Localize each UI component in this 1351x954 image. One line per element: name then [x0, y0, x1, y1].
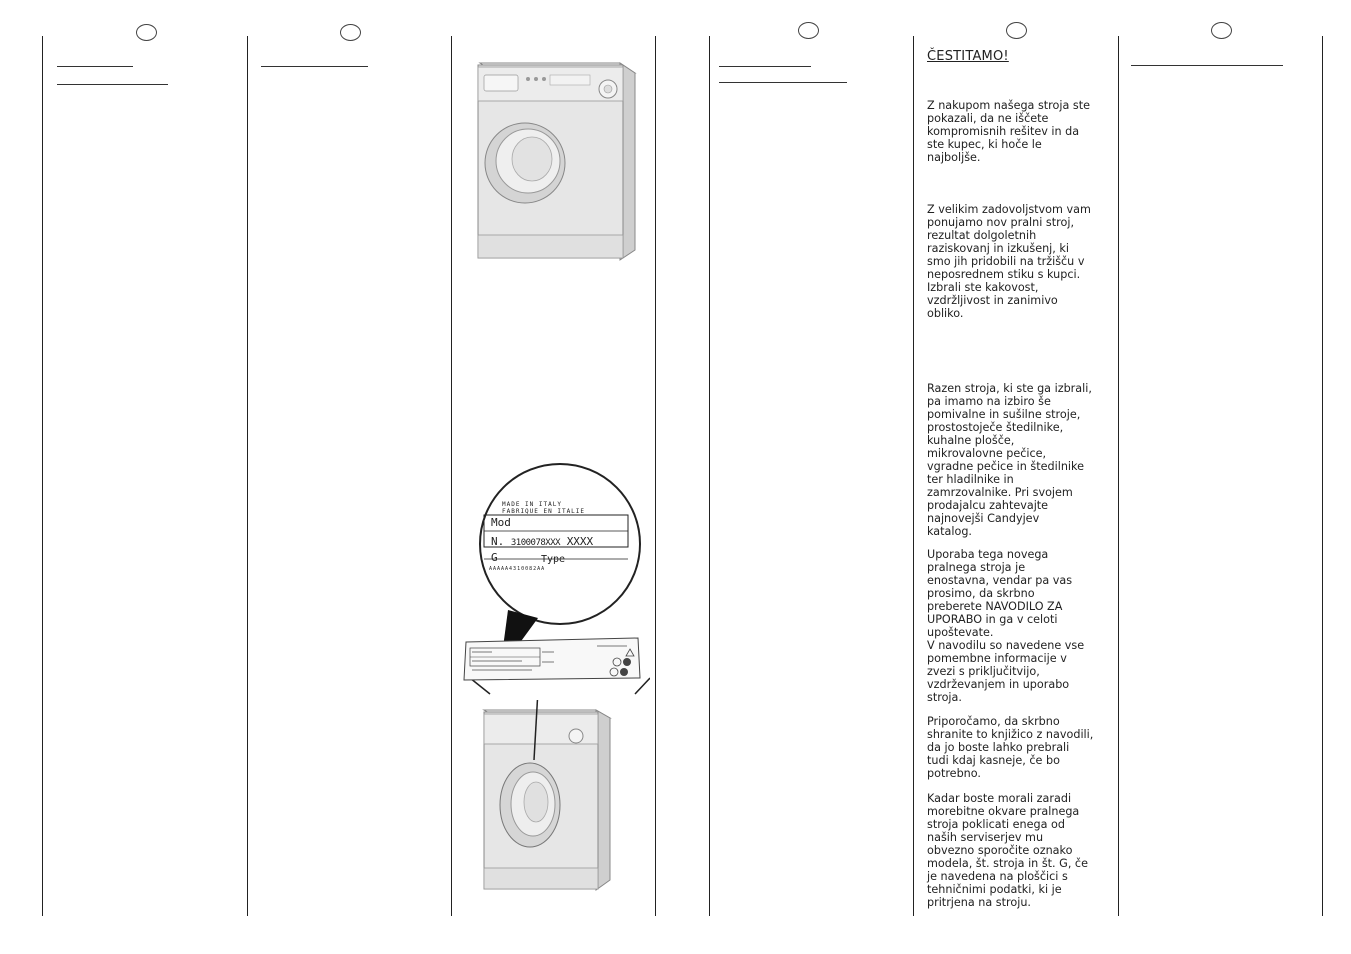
rating-plate-code: AAAAA4310082AA: [489, 566, 546, 572]
language-marker-circle: [340, 24, 361, 41]
paragraph: Razen stroja, ki ste ga izbrali, pa imam…: [927, 382, 1092, 538]
washing-machine-illustration: [477, 62, 637, 261]
heading-rule: [719, 66, 811, 67]
column-divider: [1118, 36, 1119, 916]
heading-rule: [57, 84, 168, 85]
language-marker-circle: [1006, 22, 1027, 39]
language-marker-circle: [1211, 22, 1232, 39]
rating-plate-type-label: Type: [541, 554, 566, 565]
column-divider: [247, 36, 248, 916]
rating-plate-serial-suffix: XXXX: [566, 535, 594, 548]
rating-plate-fabrique: FABRIQUE EN ITALIE: [502, 508, 586, 515]
column-divider: [451, 36, 452, 916]
rating-plate-n-label: N.: [491, 535, 505, 548]
rating-plate-serial: 3100078XXX: [510, 538, 561, 548]
paragraph: Z velikim zadovoljstvom vam ponujamo nov…: [927, 203, 1091, 320]
column-divider: [655, 36, 656, 916]
rating-plate-made-in: MADE IN ITALY: [502, 501, 562, 508]
paragraph: Uporaba tega novega pralnega stroja je e…: [927, 548, 1085, 704]
language-marker-circle: [136, 24, 157, 41]
page-title: ČESTITAMO!: [927, 49, 1009, 64]
column-divider: [42, 36, 43, 916]
column-divider: [913, 36, 914, 916]
rating-plate-mod-label: Mod: [491, 516, 511, 529]
rating-plate-strip: [463, 637, 641, 681]
paragraph: Priporočamo, da skrbno shranite to knjiž…: [927, 715, 1094, 780]
heading-rule: [1131, 65, 1283, 66]
heading-rule: [57, 66, 133, 67]
language-marker-circle: [798, 22, 819, 39]
heading-rule: [261, 66, 368, 67]
paragraph: Kadar boste morali zaradi morebitne okva…: [927, 792, 1088, 909]
heading-rule: [719, 82, 847, 83]
column-divider: [709, 36, 710, 916]
column-divider: [1322, 36, 1323, 916]
rating-plate-g-label: G: [491, 551, 498, 564]
intro-paragraph: Z nakupom našega stroja ste pokazali, da…: [927, 99, 1090, 164]
washing-machine-open-door-illustration: [482, 700, 612, 891]
